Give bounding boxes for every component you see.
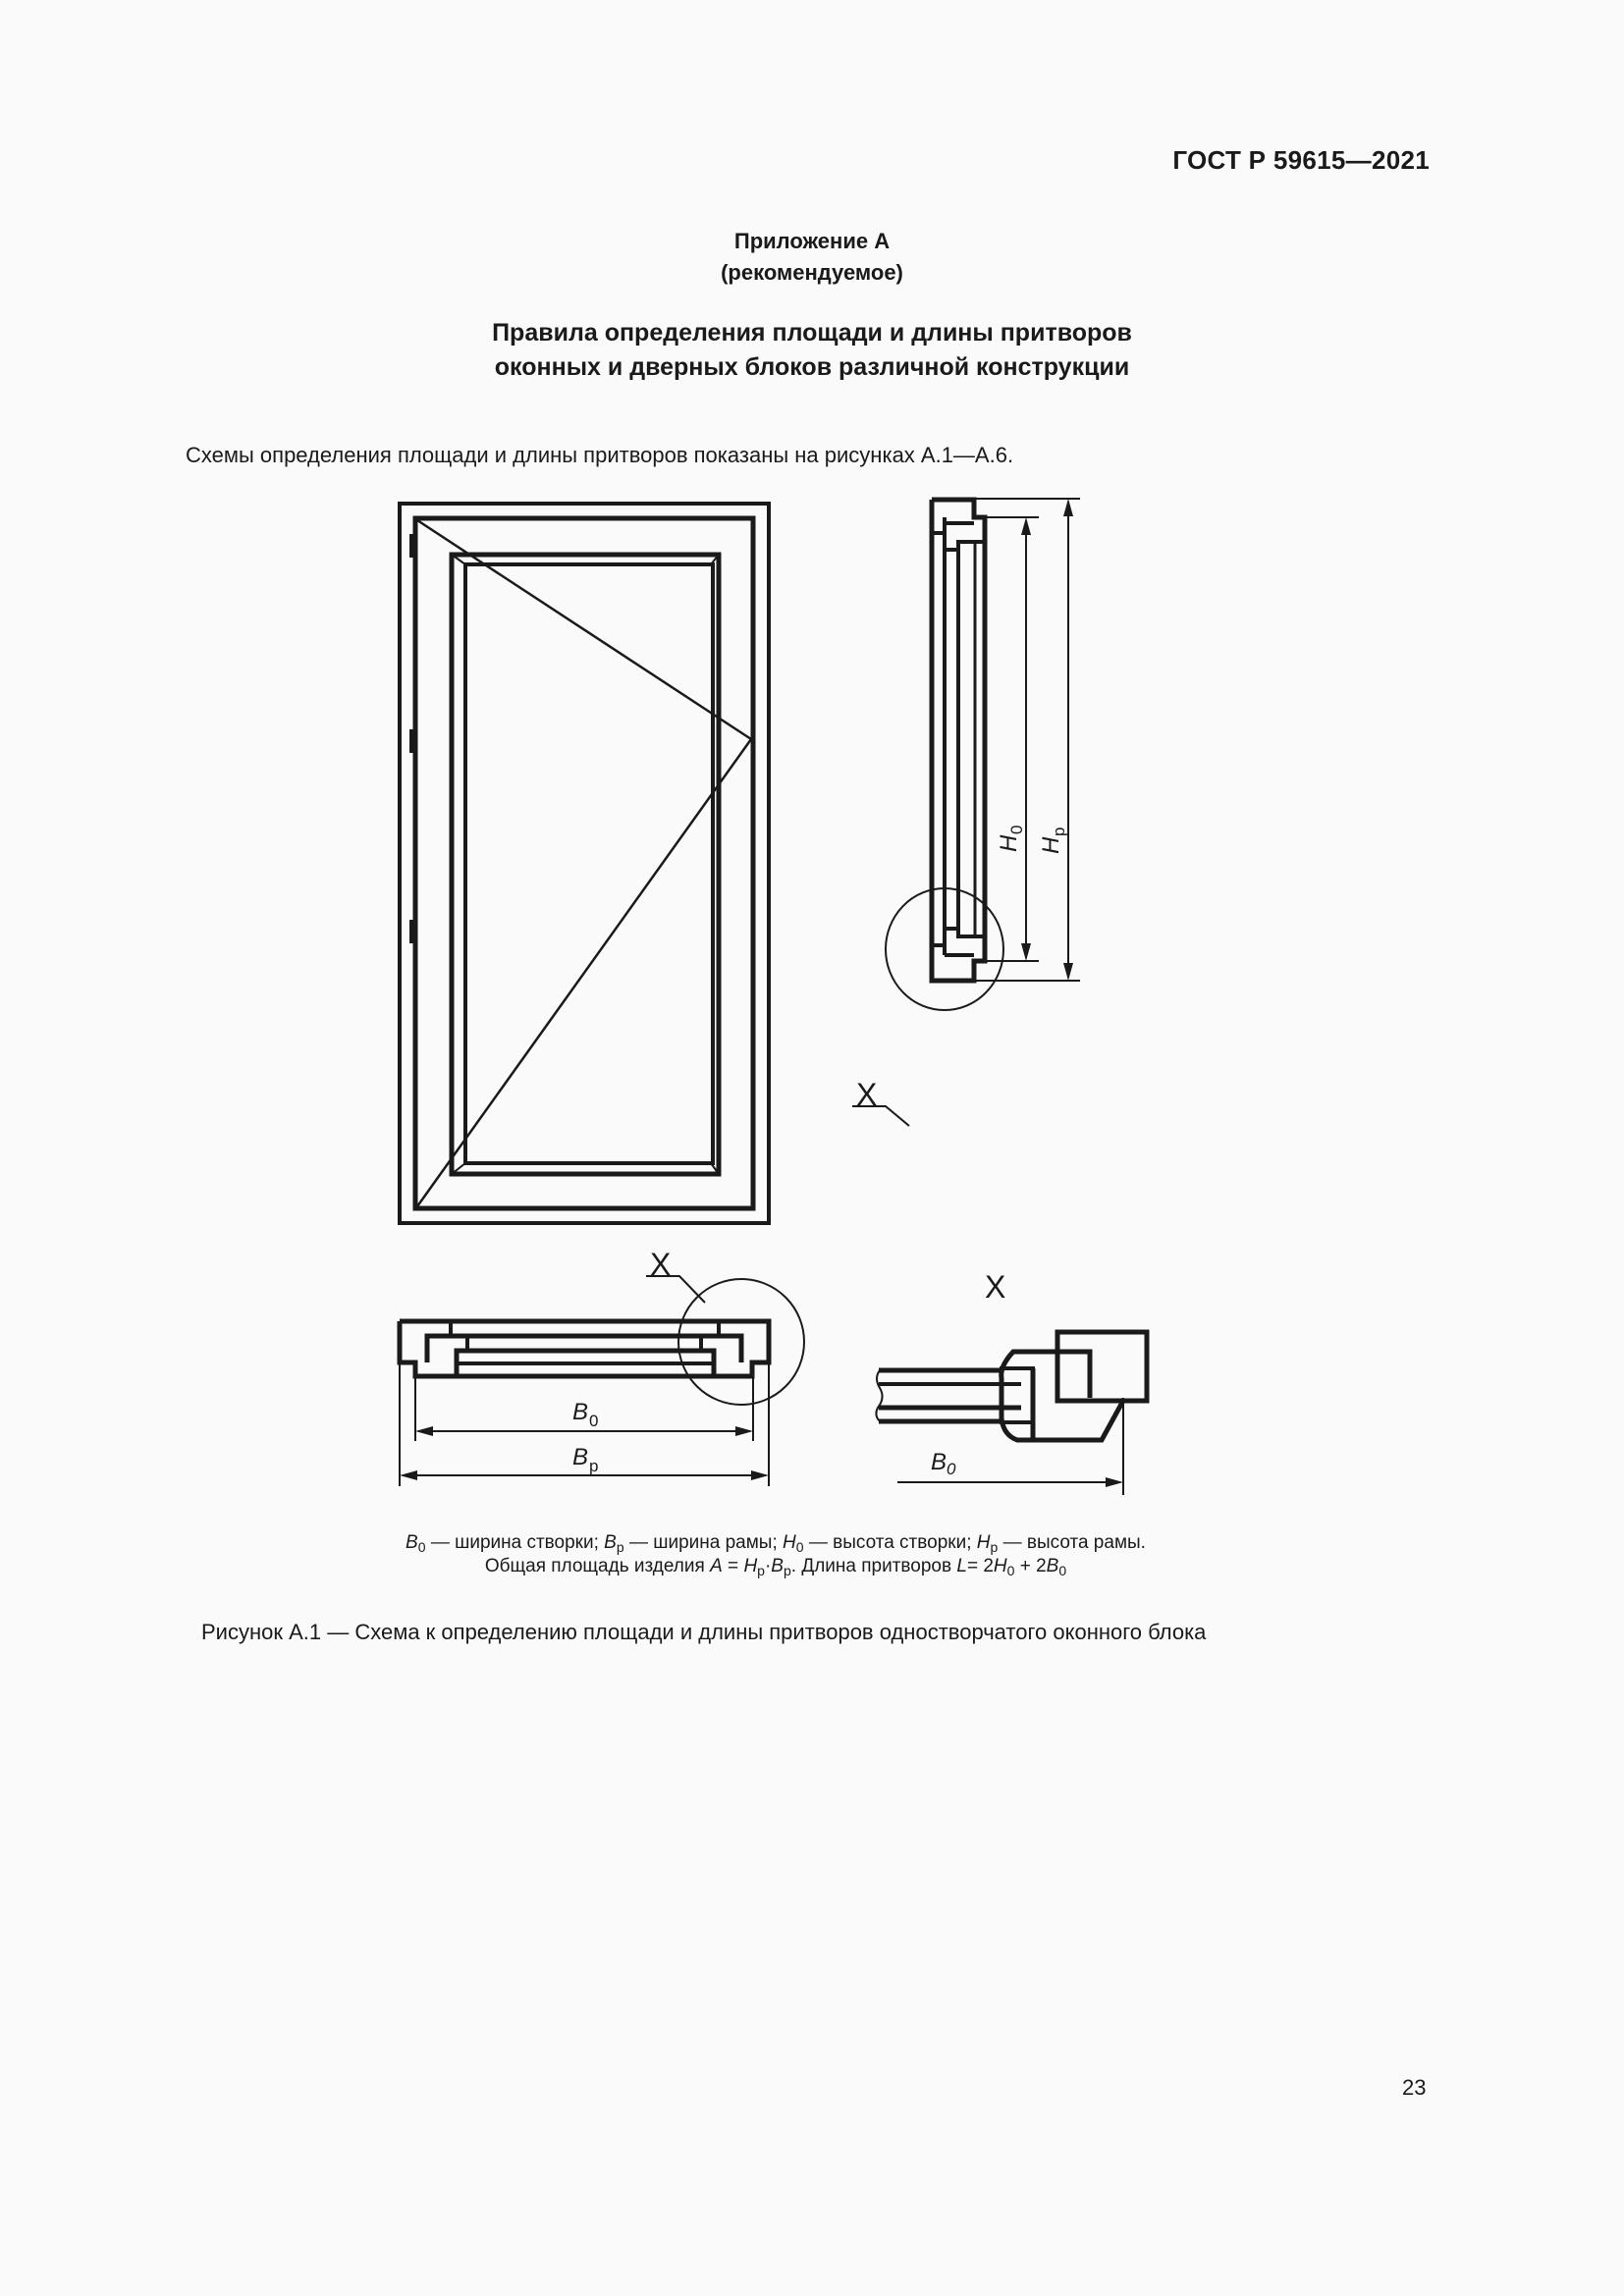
svg-text:0: 0	[947, 1460, 956, 1478]
svg-text:H: H	[996, 834, 1022, 852]
figure-caption: Рисунок А.1 — Схема к определению площад…	[201, 1620, 1207, 1644]
window-front-view	[398, 502, 771, 1225]
detail-marker-side: X	[856, 1077, 877, 1112]
detail-dim-b0-label: B 0	[931, 1449, 956, 1478]
annex-title-line-2: оконных и дверных блоков различной конст…	[494, 353, 1130, 381]
figure-a1-drawing: X X X H 0 H р B 0 B р B 0	[397, 497, 1150, 1495]
dim-h0-label: H 0	[996, 826, 1026, 852]
detail-view-title: X	[985, 1269, 1005, 1305]
detail-marker-plan: X	[650, 1247, 671, 1282]
svg-text:0: 0	[1007, 826, 1026, 834]
annex-heading: Приложение А (рекомендуемое)	[0, 226, 1624, 289]
intro-paragraph: Схемы определения площади и длины притво…	[186, 443, 1014, 467]
hinge-icon	[409, 920, 415, 943]
svg-text:р: р	[589, 1457, 598, 1475]
window-side-section	[852, 497, 1080, 1127]
dim-bp-label: B р	[572, 1444, 598, 1475]
annex-status: (рекомендуемое)	[721, 260, 903, 285]
standard-number: ГОСТ Р 59615—2021	[1172, 145, 1430, 175]
svg-text:B: B	[572, 1444, 588, 1470]
detail-x-view	[875, 1329, 1150, 1495]
dim-hp-label: H р	[1038, 828, 1068, 854]
svg-text:H: H	[1038, 836, 1064, 854]
svg-text:B: B	[572, 1399, 588, 1425]
dimension-labels: X X X H 0 H р B 0 B р B 0	[572, 826, 1068, 1478]
window-plan-section	[397, 1275, 805, 1486]
svg-text:0: 0	[589, 1412, 598, 1430]
hinge-icon	[409, 534, 415, 558]
legend-line-1: B0 — ширина створки; Bр — ширина рамы; H…	[406, 1532, 1146, 1555]
figure-legend: B0 — ширина створки; Bр — ширина рамы; H…	[0, 1531, 1551, 1578]
legend-line-2: Общая площадь изделия A = Hр·Bр. Длина п…	[484, 1556, 1067, 1578]
annex-label: Приложение А	[733, 229, 891, 253]
dim-b0-label: B 0	[572, 1399, 598, 1430]
annex-title-line-1: Правила определения площади и длины прит…	[492, 319, 1132, 347]
svg-text:B: B	[931, 1449, 947, 1475]
annex-title: Правила определения площади и длины прит…	[0, 316, 1624, 385]
svg-text:р: р	[1050, 828, 1068, 836]
hinge-icon	[409, 729, 415, 753]
page-number: 23	[1402, 2075, 1427, 2100]
